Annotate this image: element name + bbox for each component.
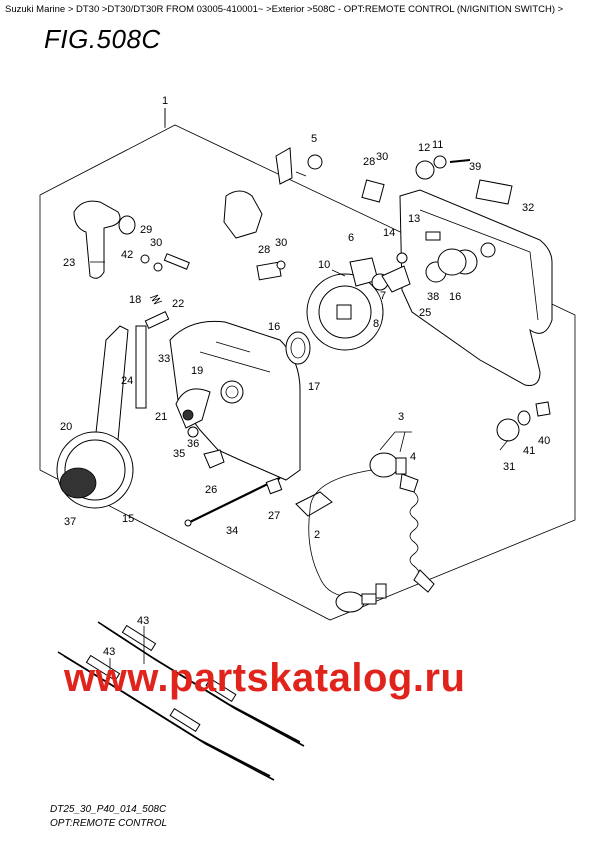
label-part-34: 34: [226, 525, 238, 537]
label-part-22: 22: [172, 298, 184, 310]
label-part-41: 41: [523, 445, 535, 457]
label-part-1: 1: [162, 95, 168, 107]
label-part-5: 5: [311, 133, 317, 145]
label-part-43b: 43: [103, 646, 115, 658]
label-part-25: 25: [419, 307, 431, 319]
label-part-13: 13: [408, 213, 420, 225]
figure-caption: OPT:REMOTE CONTROL: [50, 818, 168, 829]
emblem-cover: [59, 467, 97, 499]
breadcrumb: Suzuki Marine > DT30 >DT30/DT30R FROM 03…: [5, 4, 564, 15]
label-part-24: 24: [121, 375, 133, 387]
pin: [163, 253, 190, 270]
label-part-8: 8: [373, 318, 379, 330]
label-part-19: 19: [191, 365, 203, 377]
label-part-7: 7: [380, 290, 386, 302]
label-part-26: 26: [205, 484, 217, 496]
label-part-14: 14: [383, 227, 395, 239]
label-part-21: 21: [155, 411, 167, 423]
switch-connector: [335, 591, 365, 613]
label-part-6: 6: [348, 232, 354, 244]
label-part-30c: 30: [275, 237, 287, 249]
ignition-switch: [369, 452, 399, 478]
label-part-3: 3: [398, 411, 404, 423]
grommet: [415, 160, 435, 180]
label-part-43a: 43: [137, 615, 149, 627]
lock-plate: [144, 311, 170, 329]
shift-arm: [275, 147, 293, 185]
drawing-code: DT25_30_P40_014_508C: [50, 804, 167, 815]
label-part-17: 17: [308, 381, 320, 393]
label-part-15: 15: [122, 513, 134, 525]
label-part-18: 18: [129, 294, 141, 306]
long-bolt: [189, 477, 281, 523]
label-part-42: 42: [121, 249, 133, 261]
label-part-35: 35: [173, 448, 185, 460]
label-part-31: 31: [503, 461, 515, 473]
handle-grip: [73, 200, 121, 279]
bracket: [203, 449, 225, 469]
label-part-16b: 16: [449, 291, 461, 303]
label-part-37: 37: [64, 516, 76, 528]
watermark: www.partskatalog.ru: [64, 656, 466, 700]
label-part-2: 2: [314, 529, 320, 541]
washer: [496, 418, 520, 442]
wiring-harness: [308, 469, 373, 597]
label-part-38: 38: [427, 291, 439, 303]
label-part-10: 10: [318, 259, 330, 271]
cover-plate: [295, 491, 333, 517]
friction-bracket: [223, 190, 263, 239]
side-cover: [399, 189, 553, 386]
label-part-27: 27: [268, 510, 280, 522]
label-part-30a: 30: [150, 237, 162, 249]
label-part-29: 29: [140, 224, 152, 236]
assembly-outline: [39, 124, 576, 621]
label-part-40: 40: [538, 435, 550, 447]
label-part-28b: 28: [258, 244, 270, 256]
label-part-36: 36: [187, 438, 199, 450]
label-part-30b: 30: [376, 151, 388, 163]
figure-title: FIG.508C: [44, 24, 161, 54]
label-part-11: 11: [432, 139, 443, 151]
label-part-33: 33: [158, 353, 170, 365]
label-part-32: 32: [522, 202, 534, 214]
label-part-39: 39: [469, 161, 481, 173]
lanyard-cord: [409, 491, 420, 581]
label-part-28a: 28: [363, 156, 375, 168]
label-part-4: 4: [410, 451, 416, 463]
label-part-23: 23: [63, 257, 75, 269]
label-part-12: 12: [418, 142, 430, 154]
label-part-20: 20: [60, 421, 72, 433]
o-ring: [285, 331, 311, 365]
bushing: [118, 215, 136, 235]
label-part-16a: 16: [268, 321, 280, 333]
